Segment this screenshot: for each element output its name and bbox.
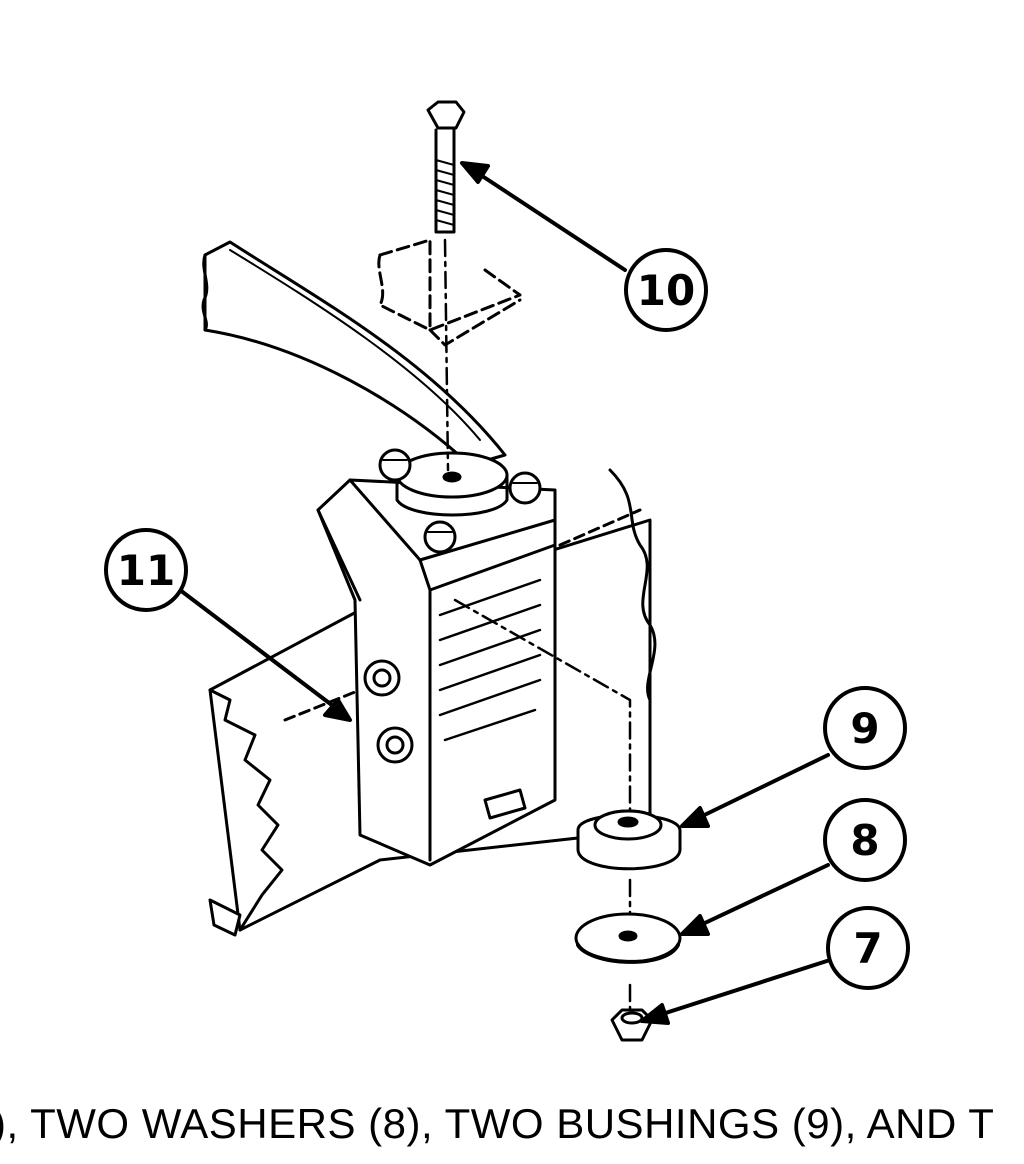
- callout-11: 11: [104, 528, 188, 612]
- leader-11: [178, 588, 347, 717]
- centerline-upper: [443, 238, 450, 472]
- bushing-part: [576, 809, 682, 871]
- leader-lines: [178, 161, 832, 1025]
- leader-7: [648, 958, 832, 1020]
- leader-9: [688, 753, 830, 824]
- svg-text:7: 7: [853, 924, 882, 973]
- caption-text: ), TWO WASHERS (8), TWO BUSHINGS (9), AN…: [0, 1100, 995, 1147]
- callout-8: 8: [823, 798, 907, 882]
- side-bolt-heads: [363, 659, 527, 820]
- leader-10: [468, 166, 627, 272]
- callout-7: 7: [826, 906, 910, 990]
- angle-bracket: [377, 238, 522, 347]
- top-bolt-heads: [378, 448, 542, 554]
- upper-bushing: [395, 451, 509, 517]
- upper-frame-rail: [201, 240, 507, 467]
- hanger-bracket: [316, 478, 557, 867]
- svg-text:10: 10: [637, 266, 695, 315]
- svg-text:8: 8: [850, 816, 879, 865]
- callout-10: 10: [624, 248, 708, 332]
- svg-text:11: 11: [117, 546, 175, 595]
- washer-part: [574, 912, 682, 964]
- locknut-part: [610, 1008, 654, 1042]
- svg-text:9: 9: [850, 704, 879, 753]
- capscrew-part: [426, 100, 466, 234]
- leader-8: [688, 863, 830, 932]
- callout-9: 9: [823, 686, 907, 770]
